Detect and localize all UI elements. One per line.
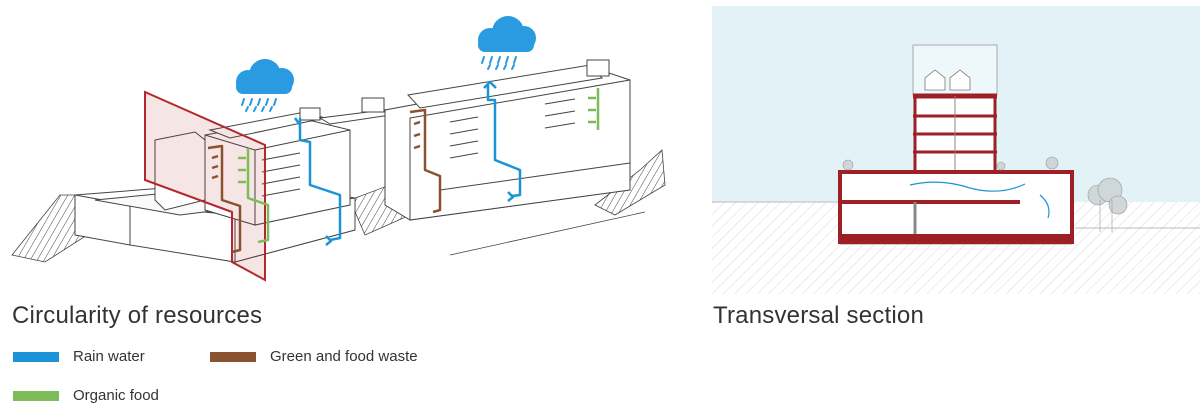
- rain-water-flow: [293, 80, 522, 246]
- section-panel: Transversal section: [700, 0, 1200, 417]
- organic-food-flow: [238, 88, 600, 244]
- tree-icon: [1087, 177, 1128, 232]
- legend-item-rain-water: Rain water: [13, 348, 145, 365]
- section-plane: [144, 90, 266, 282]
- circularity-title: Circularity of resources: [12, 302, 263, 329]
- tower: [913, 93, 997, 173]
- legend-label: Green and food waste: [270, 348, 418, 365]
- organic-food-swatch: [13, 390, 59, 401]
- plant-icon: [842, 156, 1059, 171]
- cloud-icon-right: [478, 16, 536, 70]
- legend-label: Organic food: [73, 387, 159, 404]
- right-building: [384, 59, 631, 221]
- legend-label: Rain water: [73, 348, 145, 365]
- water-channel: [909, 181, 1026, 192]
- cloud-icon-left: [236, 59, 294, 112]
- podium: [838, 170, 1074, 245]
- green-waste-flow: [207, 108, 442, 254]
- section-drawing: [712, 6, 1200, 294]
- green-waste-swatch: [210, 351, 256, 362]
- section-title: Transversal section: [713, 302, 924, 329]
- rain-water-swatch: [13, 351, 59, 362]
- legend-item-green-waste: Green and food waste: [210, 348, 418, 365]
- axonometric-diagram: [11, 16, 666, 282]
- circularity-panel: Circularity of resources Rain water Gree…: [11, 16, 666, 404]
- legend-item-organic-food: Organic food: [13, 387, 159, 404]
